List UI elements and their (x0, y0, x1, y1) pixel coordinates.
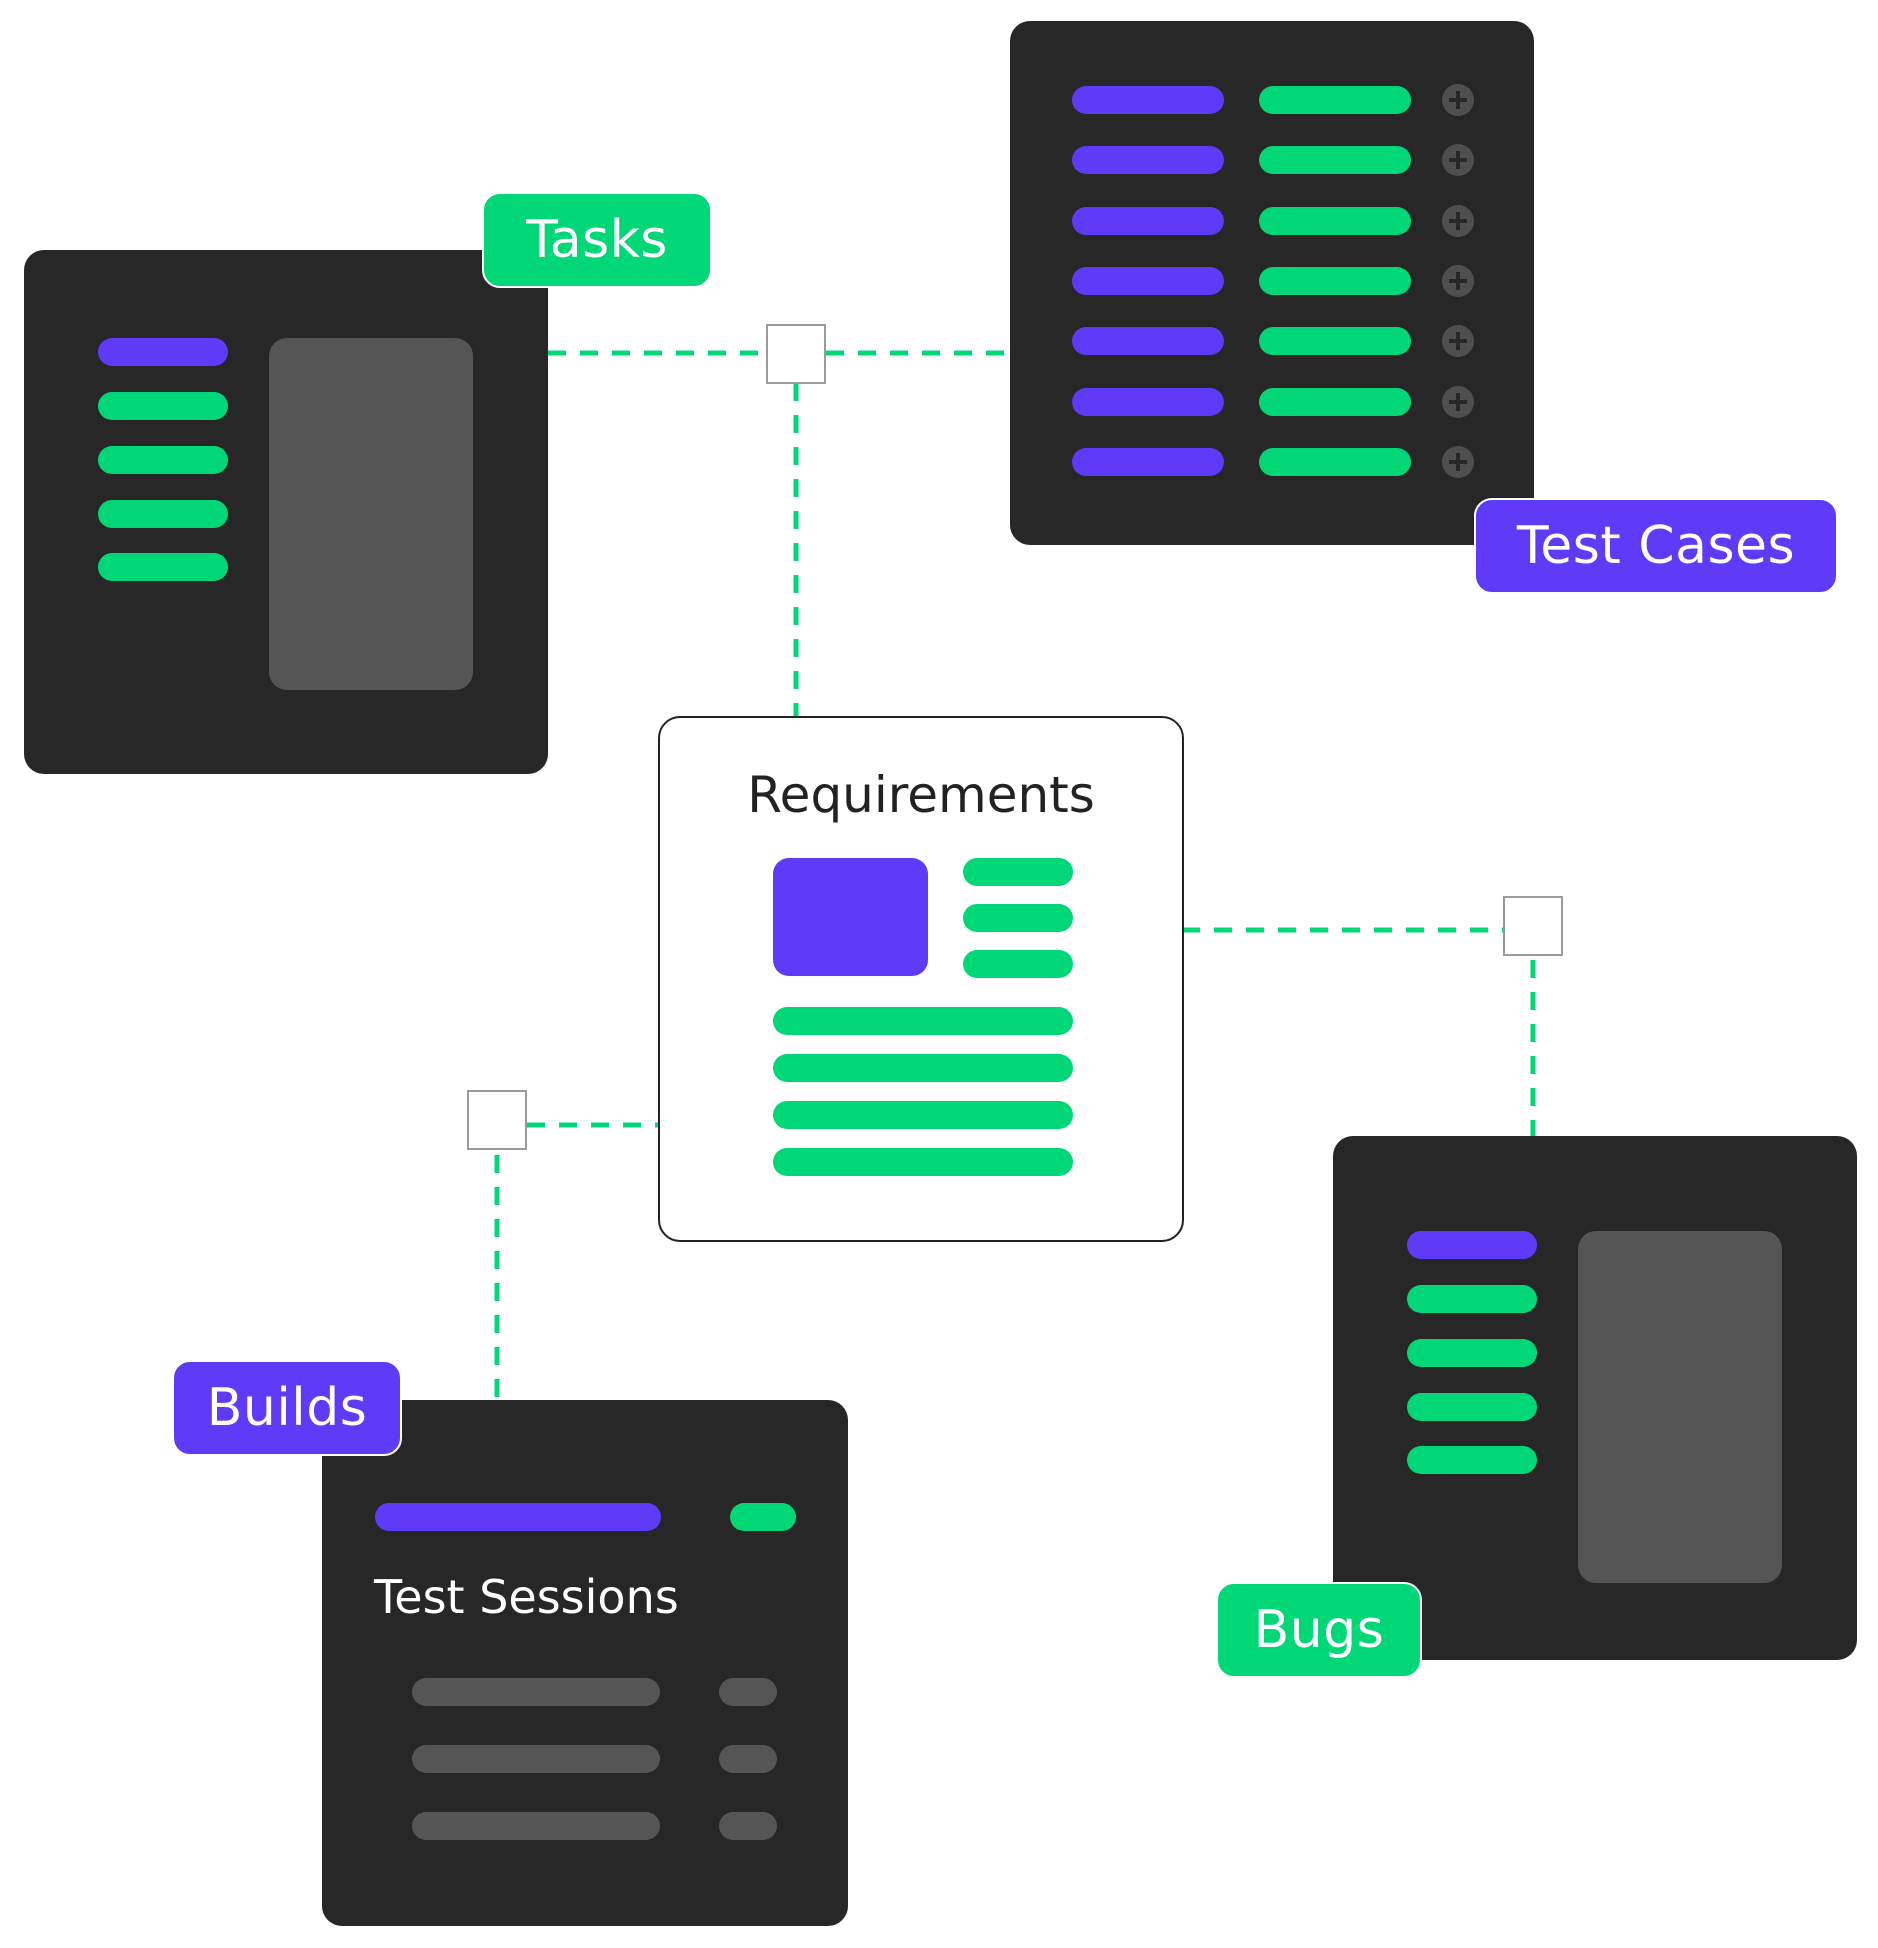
tasks-row-bar (98, 392, 228, 420)
plus-circle-icon[interactable] (1442, 144, 1474, 176)
bugs-row-bar (1407, 1339, 1537, 1367)
test-case-row-bar (1072, 448, 1224, 476)
tasks-panel (24, 250, 548, 774)
test-case-row-bar (1072, 267, 1224, 295)
bugs-row-bar (1407, 1393, 1537, 1421)
plus-circle-icon[interactable] (1442, 446, 1474, 478)
test-case-row-bar (1259, 327, 1411, 355)
test-case-row-bar (1259, 146, 1411, 174)
test-session-row-bar (412, 1678, 660, 1706)
requirements-line (773, 1101, 1073, 1129)
test-session-row-tag (719, 1812, 777, 1840)
test-case-row-bar (1259, 388, 1411, 416)
tasks-row-bar (98, 446, 228, 474)
test-case-row-bar (1072, 327, 1224, 355)
connector-node-top (766, 324, 826, 384)
requirements-line (773, 1148, 1073, 1176)
requirements-line (963, 950, 1073, 978)
builds-badge: Builds (172, 1360, 402, 1456)
tasks-preview-card (269, 338, 473, 690)
requirements-line (773, 1054, 1073, 1082)
connector-node-right (1503, 896, 1563, 956)
tasks-badge: Tasks (482, 192, 712, 288)
bugs-row-bar (1407, 1285, 1537, 1313)
plus-circle-icon[interactable] (1442, 84, 1474, 116)
requirements-line (963, 858, 1073, 886)
plus-circle-icon[interactable] (1442, 325, 1474, 357)
test-case-row-bar (1072, 86, 1224, 114)
test-sessions-title: Test Sessions (374, 1570, 679, 1624)
test-case-row-bar (1072, 146, 1224, 174)
requirements-title: Requirements (747, 766, 1095, 824)
test-cases-panel (1010, 21, 1534, 545)
test-case-row-bar (1072, 207, 1224, 235)
bugs-panel (1333, 1136, 1857, 1660)
bugs-preview-card (1578, 1231, 1782, 1583)
test-case-row-bar (1259, 448, 1411, 476)
test-sessions-header-bar (375, 1503, 661, 1531)
requirements-line (773, 1007, 1073, 1035)
bugs-row-bar (1407, 1446, 1537, 1474)
test-case-row-bar (1259, 207, 1411, 235)
test-session-row-tag (719, 1678, 777, 1706)
test-sessions-status-bar (730, 1503, 796, 1531)
plus-circle-icon[interactable] (1442, 386, 1474, 418)
test-case-row-bar (1259, 86, 1411, 114)
test-case-row-bar (1259, 267, 1411, 295)
requirements-line (963, 904, 1073, 932)
requirements-card: Requirements (658, 716, 1184, 1242)
connector-node-left (467, 1090, 527, 1150)
tasks-row-bar (98, 500, 228, 528)
requirements-image-block (773, 858, 928, 976)
test-sessions-panel: Test Sessions (322, 1400, 848, 1926)
bugs-row-bar (1407, 1231, 1537, 1259)
tasks-row-bar (98, 338, 228, 366)
test-cases-badge: Test Cases (1474, 498, 1838, 594)
test-session-row-tag (719, 1745, 777, 1773)
test-case-row-bar (1072, 388, 1224, 416)
tasks-row-bar (98, 553, 228, 581)
bugs-badge: Bugs (1216, 1582, 1422, 1678)
test-session-row-bar (412, 1812, 660, 1840)
plus-circle-icon[interactable] (1442, 205, 1474, 237)
plus-circle-icon[interactable] (1442, 265, 1474, 297)
test-session-row-bar (412, 1745, 660, 1773)
